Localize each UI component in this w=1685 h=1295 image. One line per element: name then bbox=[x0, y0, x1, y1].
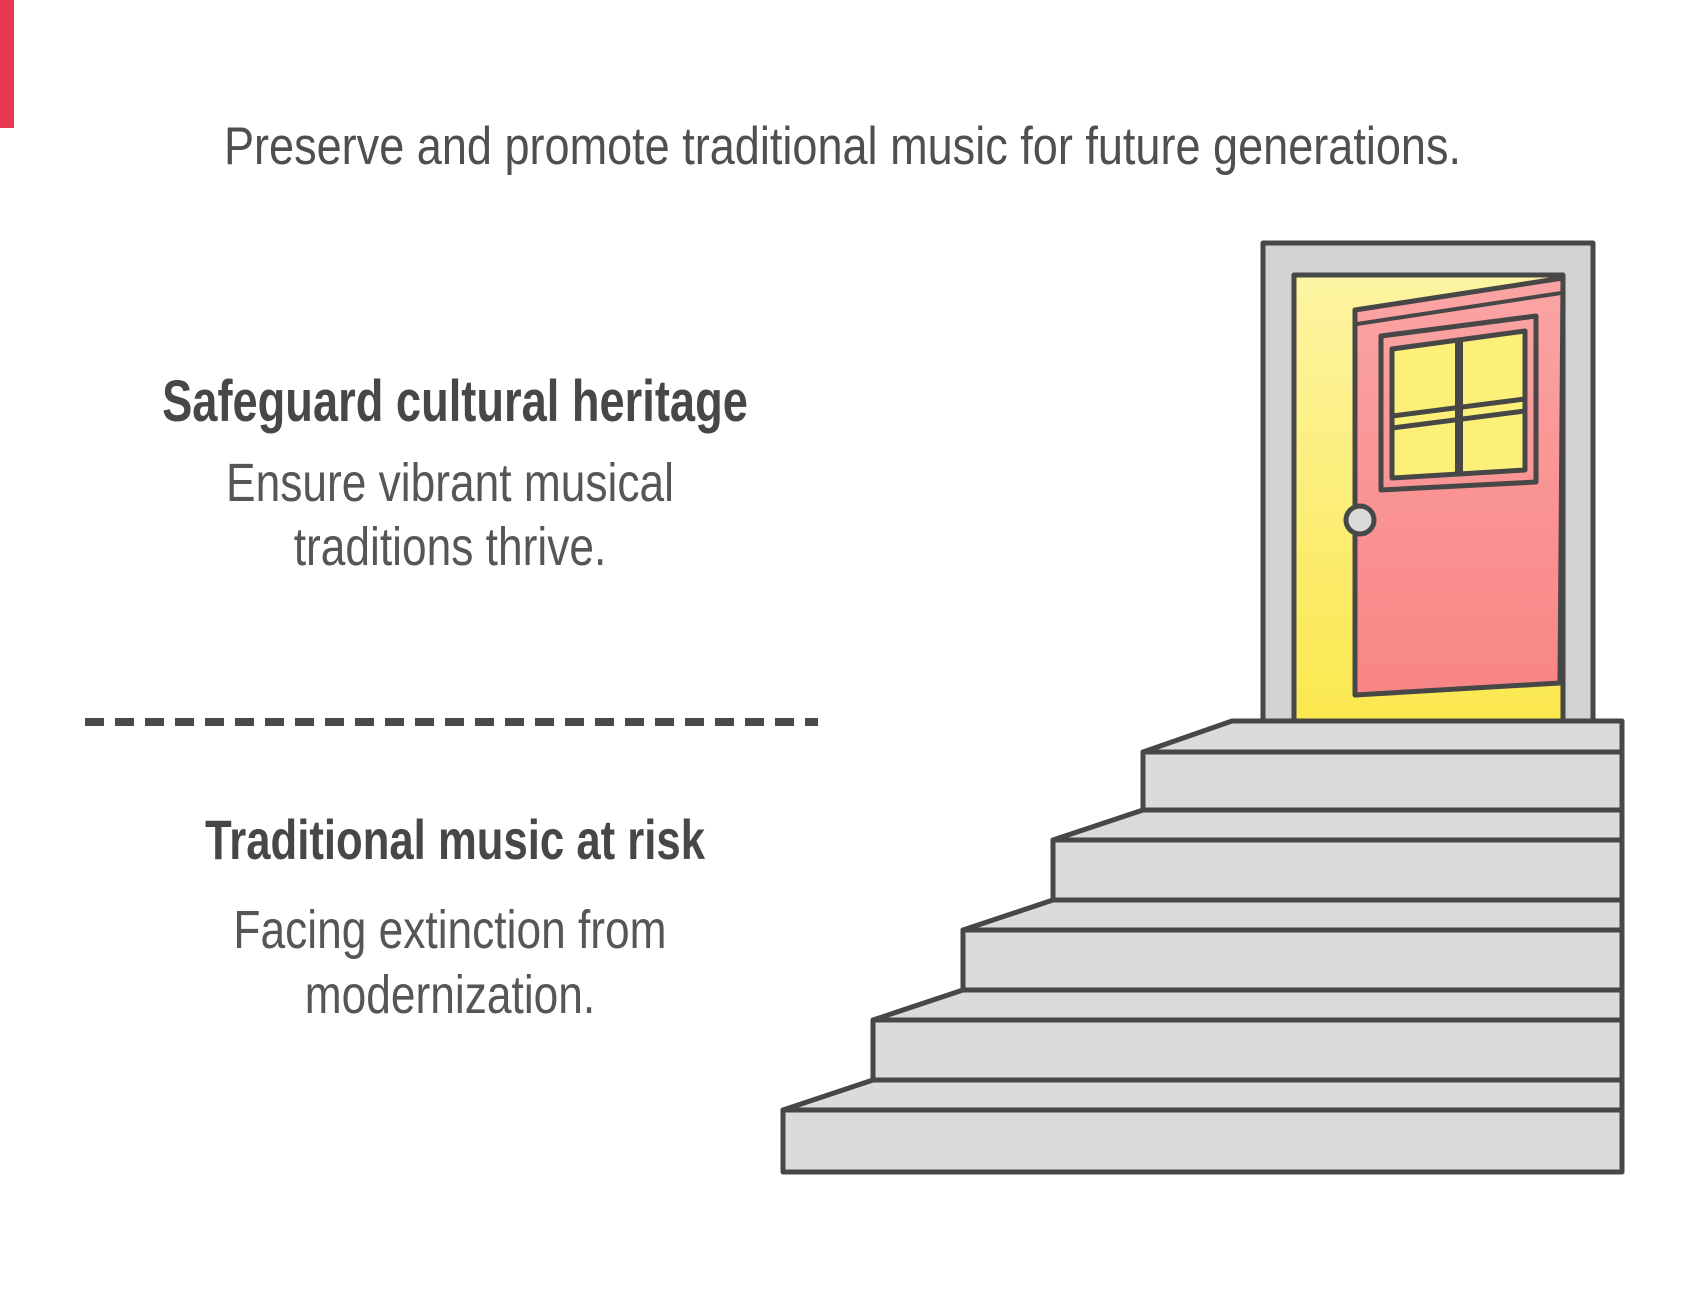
window-mullion-horizontal-upper bbox=[1391, 396, 1526, 419]
section-1-heading: Safeguard cultural heritage bbox=[162, 369, 748, 434]
stair-riser-5 bbox=[780, 1107, 1625, 1175]
stair-tread-3 bbox=[960, 897, 1625, 933]
accent-bar bbox=[0, 0, 14, 128]
door-window-outer-frame bbox=[1378, 313, 1539, 493]
section-2-heading: Traditional music at risk bbox=[204, 808, 706, 871]
section-1-body-line-2: traditions thrive. bbox=[293, 517, 607, 577]
door-top-edge-line bbox=[1356, 291, 1562, 326]
door-knob bbox=[1343, 503, 1377, 537]
section-2-body-line-1: Facing extinction from bbox=[233, 900, 667, 960]
section-1-body: Ensure vibrant musical traditions thrive… bbox=[81, 451, 819, 579]
stair-riser-4 bbox=[870, 1017, 1625, 1083]
window-mullion-horizontal-lower bbox=[1391, 408, 1526, 431]
section-2-body-line-2: modernization. bbox=[304, 965, 596, 1025]
stair-tread-5 bbox=[780, 1077, 1625, 1113]
section-1-body-line-1: Ensure vibrant musical bbox=[226, 453, 674, 513]
stair-tread-4 bbox=[870, 987, 1625, 1023]
slide-title: Preserve and promote traditional music f… bbox=[223, 117, 1462, 176]
stair-platform-top bbox=[1140, 718, 1625, 755]
stair-platform-face bbox=[1140, 749, 1625, 813]
section-2-body: Facing extinction from modernization. bbox=[81, 898, 819, 1028]
stair-riser-3 bbox=[960, 927, 1625, 993]
stair-riser-2 bbox=[1050, 837, 1625, 903]
stair-tread-2 bbox=[1050, 807, 1625, 843]
